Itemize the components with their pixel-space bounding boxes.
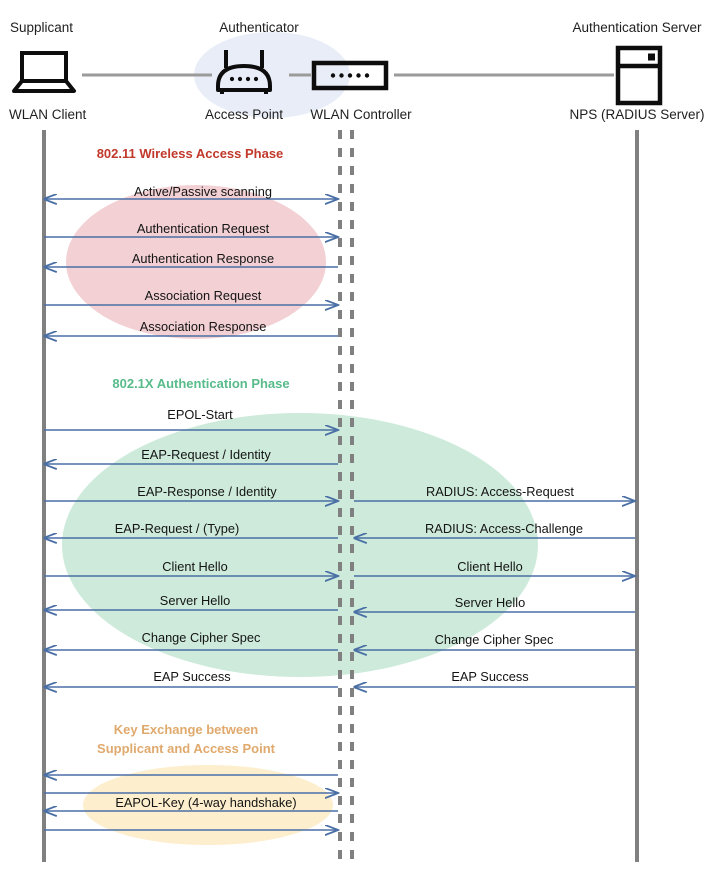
message-label-radius-access-request: RADIUS: Access-Request [426, 484, 574, 499]
actor-role-authentication-server: Authentication Server [572, 20, 702, 35]
server-rack-icon [615, 45, 663, 106]
message-label-association-request: Association Request [144, 288, 262, 303]
message-label-eap-request-type: EAP-Request / (Type) [114, 521, 240, 536]
message-label-eap-success-left: EAP Success [153, 669, 231, 684]
phase-label-wireless-access: 802.11 Wireless Access Phase [96, 146, 284, 161]
message-label-eap-response-identity: EAP-Response / Identity [137, 484, 277, 499]
message-label-server-hello-left: Server Hello [159, 593, 231, 608]
actor-role-authenticator: Authenticator [219, 20, 299, 35]
message-label-eap-success-right: EAP Success [451, 669, 529, 684]
wlan-controller-icon [311, 60, 389, 91]
message-label-active-passive-scanning: Active/Passive scanning [134, 184, 272, 199]
message-label-eapol-key-handshake: EAPOL-Key (4-way handshake) [115, 795, 297, 810]
phase-label-key-exchange-line2: Supplicant and Access Point [97, 741, 275, 756]
phase-label-dot1x-authentication: 802.1X Authentication Phase [112, 376, 290, 391]
laptop-icon [12, 51, 76, 93]
actor-role-supplicant: Supplicant [10, 20, 74, 35]
wireless-phase-ellipse [66, 185, 326, 339]
authenticator-group-ellipse [194, 32, 350, 118]
message-label-change-cipher-spec-left: Change Cipher Spec [141, 630, 261, 645]
message-label-server-hello-right: Server Hello [454, 595, 526, 610]
dot1x-phase-ellipse [62, 413, 538, 677]
wireless-access-point-icon [216, 50, 272, 94]
key-exchange-phase-ellipse [83, 765, 333, 845]
message-label-authentication-request: Authentication Request [136, 221, 270, 236]
message-label-association-response: Association Response [139, 319, 267, 334]
actor-name-wlan-client: WLAN Client [9, 107, 87, 122]
message-label-eap-request-identity: EAP-Request / Identity [141, 447, 271, 462]
message-label-change-cipher-spec-right: Change Cipher Spec [434, 632, 554, 647]
actor-name-nps-radius-server: NPS (RADIUS Server) [569, 107, 705, 122]
actor-name-wlan-controller: WLAN Controller [310, 107, 412, 122]
phase-label-key-exchange-line1: Key Exchange between [113, 722, 259, 737]
actor-name-access-point: Access Point [204, 107, 284, 122]
message-label-eapol-start: EPOL-Start [167, 407, 233, 422]
message-label-client-hello-right: Client Hello [457, 559, 523, 574]
message-label-radius-access-challenge: RADIUS: Access-Challenge [425, 521, 583, 536]
message-label-authentication-response: Authentication Response [131, 251, 275, 266]
message-label-client-hello-left: Client Hello [162, 559, 228, 574]
